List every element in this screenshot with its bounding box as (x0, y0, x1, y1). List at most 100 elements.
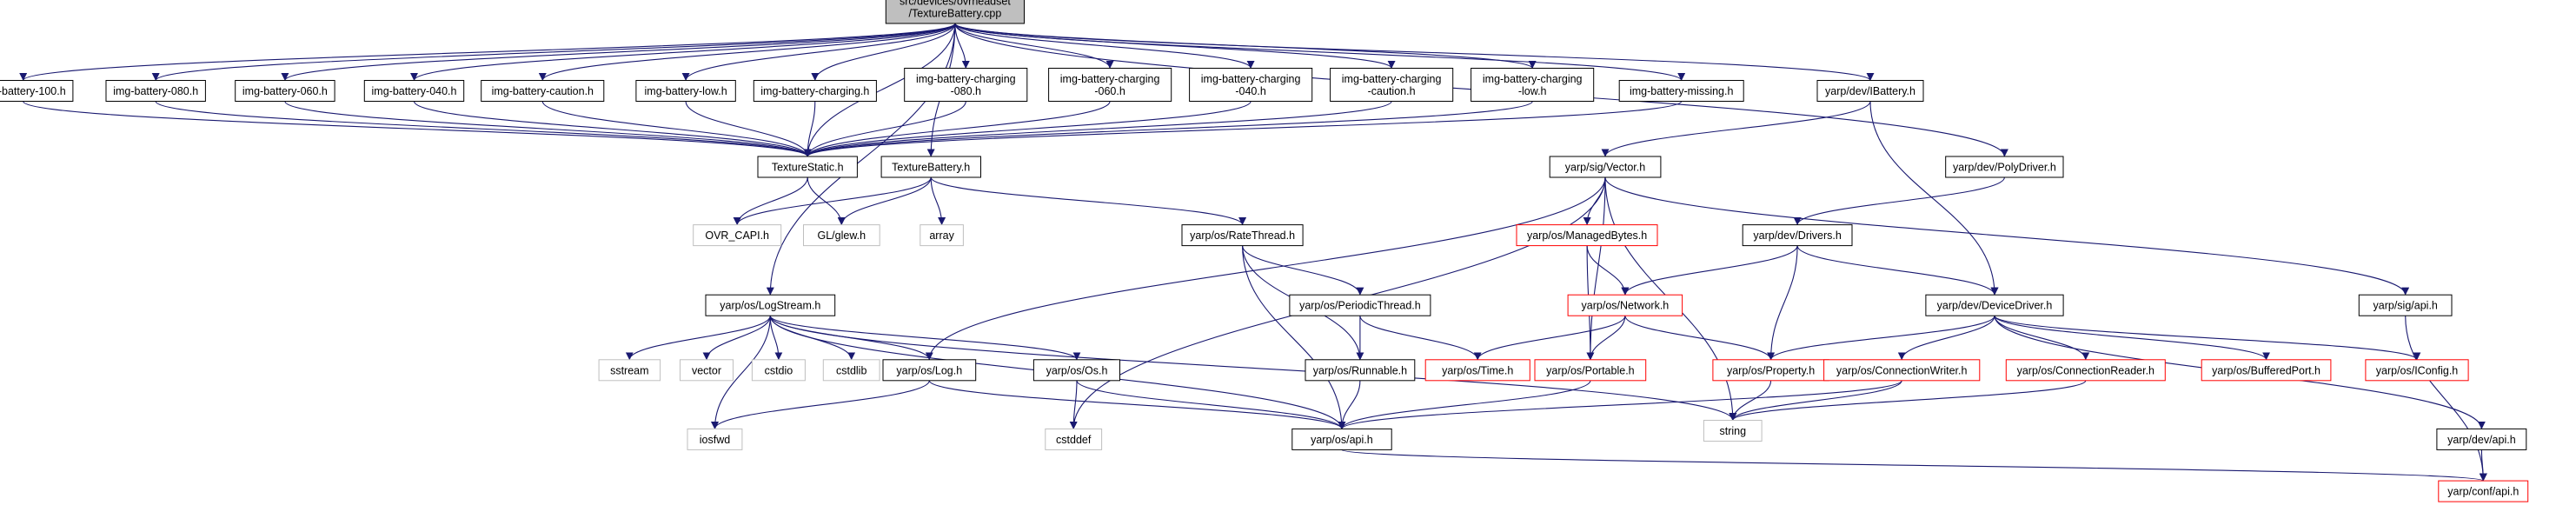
node-root[interactable]: src/devices/ovrheadset/TextureBattery.cp… (885, 0, 1025, 24)
node-iosfwd[interactable]: iosfwd (687, 428, 743, 450)
node-label: img-battery-060.h (242, 85, 328, 97)
node-c080[interactable]: img-battery-charging-080.h (904, 68, 1028, 102)
node-clow[interactable]: img-battery-charging-low.h (1471, 68, 1595, 102)
edge-tstat-to-ovr (733, 176, 808, 226)
edge-root-to-b080 (151, 23, 956, 81)
node-bport[interactable]: yarp/os/BufferedPort.h (2201, 359, 2332, 382)
node-box (1189, 68, 1313, 102)
node-bchg[interactable]: img-battery-charging.h (753, 80, 877, 102)
node-cstdio[interactable]: cstdio (751, 359, 806, 382)
node-drv[interactable]: yarp/dev/Drivers.h (1742, 224, 1853, 247)
node-tbat[interactable]: TextureBattery.h (880, 156, 981, 178)
node-cwri[interactable]: yarp/os/ConnectionWriter.h (1823, 359, 1981, 382)
node-c040[interactable]: img-battery-charging-040.h (1189, 68, 1313, 102)
node-label: yarp/dev/IBattery.h (1825, 85, 1915, 97)
node-box (598, 359, 661, 382)
node-box (1534, 359, 1647, 382)
edge-bmis-to-tstat (804, 101, 1683, 157)
node-tstat[interactable]: TextureStatic.h (757, 156, 858, 178)
edge-tbat-to-rth (930, 176, 1246, 226)
node-capi[interactable]: yarp/conf/api.h (2438, 480, 2529, 502)
node-ccau[interactable]: img-battery-charging-caution.h (1330, 68, 1454, 102)
node-lstr[interactable]: yarp/os/LogStream.h (705, 294, 836, 316)
edge-root-to-bcau (538, 23, 956, 81)
node-box (1424, 359, 1530, 382)
edge-root-to-ccau (954, 23, 1396, 69)
node-pth[interactable]: yarp/os/PeriodicThread.h (1289, 294, 1431, 316)
node-box (803, 224, 880, 247)
node-time[interactable]: yarp/os/Time.h (1424, 359, 1530, 382)
edge-net-to-port (1586, 316, 1626, 361)
edge-clow-to-tstat (803, 101, 1533, 157)
node-cstddef[interactable]: cstddef (1045, 428, 1103, 450)
node-label: yarp/os/Runnable.h (1313, 364, 1407, 376)
node-b080[interactable]: img-battery-080.h (105, 80, 206, 102)
node-b040[interactable]: img-battery-040.h (363, 80, 465, 102)
node-os[interactable]: yarp/os/Os.h (1032, 359, 1121, 382)
node-b060[interactable]: img-battery-060.h (235, 80, 335, 102)
node-box (1516, 224, 1658, 247)
node-crea[interactable]: yarp/os/ConnectionReader.h (2005, 359, 2166, 382)
node-vec[interactable]: yarp/sig/Vector.h (1549, 156, 1662, 178)
edge-ibat-to-ddrv (1869, 101, 1999, 296)
node-prop[interactable]: yarp/os/Property.h (1712, 359, 1829, 382)
edge-log-to-osapi (928, 380, 1346, 429)
node-label: -080.h (951, 85, 981, 97)
edge-root-to-tstat (803, 23, 956, 157)
node-arr[interactable]: array (920, 224, 964, 247)
node-bmis[interactable]: img-battery-missing.h (1618, 80, 1744, 102)
node-sapi[interactable]: yarp/sig/api.h (2358, 294, 2453, 316)
node-log[interactable]: yarp/os/Log.h (882, 359, 977, 382)
node-box (1816, 80, 1924, 102)
edge-root-to-c040 (954, 23, 1255, 69)
node-c060[interactable]: img-battery-charging-060.h (1048, 68, 1172, 102)
node-glew[interactable]: GL/glew.h (803, 224, 880, 247)
node-label: yarp/os/BufferedPort.h (2212, 364, 2320, 376)
node-bcau[interactable]: img-battery-caution.h (481, 80, 605, 102)
node-runn[interactable]: yarp/os/Runnable.h (1305, 359, 1416, 382)
node-port[interactable]: yarp/os/Portable.h (1534, 359, 1647, 382)
node-label: yarp/conf/api.h (2447, 486, 2519, 498)
node-box (753, 80, 877, 102)
node-label: /TextureBattery.cpp (909, 8, 1002, 20)
node-rth[interactable]: yarp/os/RateThread.h (1181, 224, 1304, 247)
edge-lstr-to-vect (702, 316, 771, 361)
node-osapi[interactable]: yarp/os/api.h (1291, 428, 1392, 450)
node-box (2358, 294, 2453, 316)
node-box (2436, 428, 2527, 450)
edges-layer (19, 23, 2487, 482)
node-box (235, 80, 335, 102)
edge-lstr-to-iosfwd (711, 316, 771, 429)
node-vect[interactable]: vector (680, 359, 734, 382)
node-label: yarp/dev/Drivers.h (1753, 229, 1841, 242)
node-box (680, 359, 734, 382)
node-ddrv[interactable]: yarp/dev/DeviceDriver.h (1925, 294, 2064, 316)
node-cstdlib[interactable]: cstdlib (822, 359, 880, 382)
node-box (822, 359, 880, 382)
node-box (2201, 359, 2332, 382)
edge-b060-to-tstat (284, 101, 812, 157)
node-str[interactable]: string (1703, 420, 1763, 442)
node-icfg[interactable]: yarp/os/IConfig.h (2365, 359, 2469, 382)
node-dapi[interactable]: yarp/dev/api.h (2436, 428, 2527, 450)
node-blow[interactable]: img-battery-low.h (635, 80, 736, 102)
node-label: OVR_CAPI.h (705, 229, 769, 242)
node-box (880, 156, 981, 178)
node-box (1289, 294, 1431, 316)
node-mbytes[interactable]: yarp/os/ManagedBytes.h (1516, 224, 1658, 247)
edge-root-to-bmis (954, 23, 1685, 81)
node-b100[interactable]: img-battery-100.h (0, 80, 74, 102)
node-ovr[interactable]: OVR_CAPI.h (693, 224, 782, 247)
node-box (1549, 156, 1662, 178)
node-box (1567, 294, 1683, 316)
edge-port-to-osapi (1338, 380, 1591, 429)
node-sstr[interactable]: sstream (598, 359, 661, 382)
node-net[interactable]: yarp/os/Network.h (1567, 294, 1683, 316)
edge-b100-to-tstat (23, 101, 812, 157)
node-ibat[interactable]: yarp/dev/IBattery.h (1816, 80, 1924, 102)
node-label: GL/glew.h (818, 229, 866, 242)
node-box (1945, 156, 2064, 178)
node-box (0, 80, 74, 102)
node-box (1291, 428, 1392, 450)
node-poly[interactable]: yarp/dev/PolyDriver.h (1945, 156, 2064, 178)
